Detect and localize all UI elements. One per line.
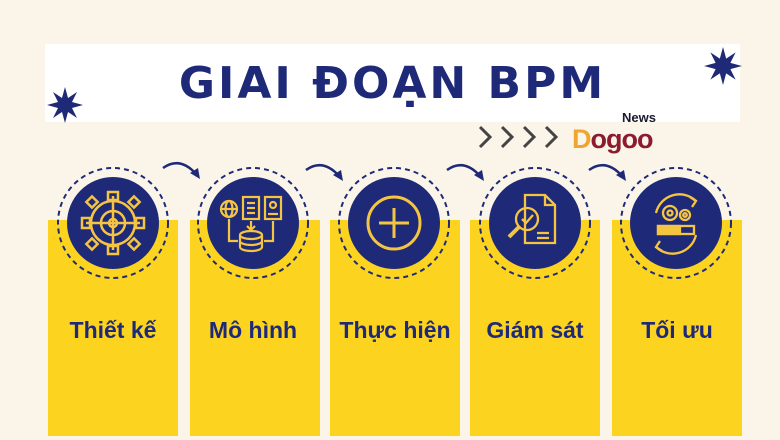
page-title: GIAI ĐOẠN BPM [178,57,607,109]
stage-node-toi-uu[interactable] [616,163,736,283]
gear-target-icon [80,190,146,256]
stage-label: Giám sát [486,316,584,343]
star-decoration-icon [704,47,742,85]
flow-arrow-icon [588,163,626,181]
gears-cycle-icon [654,193,698,255]
flow-arrow-icon [446,163,484,181]
flow-arrow-icon [305,163,343,181]
stage-node-thiet-ke[interactable] [53,163,173,283]
dogoo-news-logo[interactable]: News Dogoo [572,110,672,160]
plus-circle-icon [366,195,422,251]
document-magnifier-icon [507,193,557,245]
stage-node-mo-hinh[interactable] [193,163,313,283]
logo-news-text: News [622,110,656,125]
stage-label: Mô hình [208,316,298,343]
database-model-icon [219,195,283,253]
star-decoration-icon [47,87,83,123]
stage-node-thuc-hien[interactable] [334,163,454,283]
title-banner [45,44,740,122]
flow-arrow-icon [162,161,200,179]
stage-label: Thực hiện [339,316,451,343]
stage-label: Thiết kế [69,316,157,343]
logo-brand-text: Dogoo [572,124,653,154]
chevrons-decoration-icon [478,125,559,149]
stage-label: Tối ưu [641,316,713,343]
stage-node-giam-sat[interactable] [475,163,595,283]
